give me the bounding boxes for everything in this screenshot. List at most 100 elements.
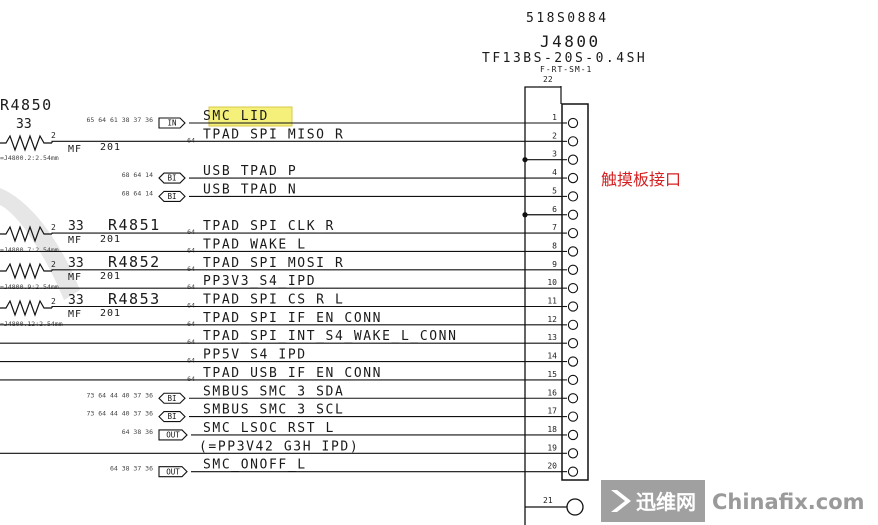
pin-7-wire	[51, 232, 562, 234]
pin-8-page-refs: 64	[187, 246, 195, 254]
r4852-value: 33	[68, 256, 84, 271]
pin-18-port-label: OUT	[166, 431, 180, 440]
r4851-pin: 2	[51, 223, 56, 232]
pin-4-page-refs: 68 64 14	[122, 171, 153, 179]
pin-17-port-label: BI	[167, 412, 176, 421]
resistor-r4850: R4850	[0, 96, 53, 114]
part-number: 518S0884	[526, 11, 609, 26]
pin-4-pad	[567, 172, 579, 184]
scan-artifact	[0, 188, 80, 300]
pin-14-page-refs: 64	[187, 357, 195, 365]
r4853-mf: MF	[68, 309, 82, 320]
pin-4-net-name: USB_TPAD_P	[203, 164, 297, 179]
pin-7-page-refs: 64	[187, 228, 195, 236]
pin-10-number: 10	[547, 278, 557, 287]
pin-15-number: 15	[547, 370, 557, 379]
pin-12-number: 12	[547, 315, 557, 324]
pin-3-number: 3	[552, 150, 557, 159]
footprint-label: F-RT-SM-1	[540, 65, 592, 74]
pin-18-net-name: SMC_LSOC_RST_L	[203, 421, 335, 436]
pin-9-net-name: TPAD_SPI_MOSI_R	[203, 256, 344, 271]
pin-2-wire	[51, 140, 562, 143]
pin-16-port-tag	[158, 392, 186, 404]
pin-19-number: 19	[547, 443, 557, 452]
pin-7-number: 7	[552, 223, 557, 232]
pin-9-wire	[51, 269, 562, 271]
pin-6-pad	[567, 209, 579, 220]
r4850-size: 201	[100, 142, 121, 153]
connector-refdes: J4800	[540, 32, 601, 51]
r4852-resistor-symbol	[0, 262, 52, 280]
pin-12-pad	[567, 319, 579, 330]
pin-16-number: 16	[547, 388, 557, 397]
pin-14-pad	[567, 356, 579, 367]
pin-2-number: 2	[552, 131, 557, 140]
pin-18-pad	[567, 429, 579, 441]
r4853-pin: 2	[51, 297, 56, 306]
r4850-pin: 2	[51, 131, 56, 140]
pin-19-net-name: (=PP3V42_G3H_IPD)	[199, 439, 359, 454]
pin-18-port-tag	[158, 429, 188, 441]
pin-13-page-refs: 64	[187, 338, 195, 346]
r4853-value: 33	[68, 293, 84, 308]
pin-9-page-refs: 64	[187, 265, 195, 273]
pin-16-page-refs: 73 64 44 40 37 36	[86, 391, 153, 399]
r4852-length: =J4800.9:2.54mm	[0, 283, 59, 291]
smc-lid-highlight	[208, 106, 293, 127]
r4852-size: 201	[100, 271, 121, 282]
pin-16-net-name: SMBUS_SMC_3_SDA	[203, 384, 344, 399]
pin-5-number: 5	[552, 186, 557, 195]
pin-2-page-refs: 64	[187, 136, 195, 144]
pin-11-wire	[51, 305, 562, 308]
pin-1-pad	[567, 117, 579, 129]
pin-15-net-name: TPAD_USB_IF_EN_CONN	[203, 366, 382, 381]
pin-7-pad	[567, 227, 579, 239]
r4850-resistor-symbol	[0, 134, 52, 152]
pin-8-net-name: TPAD_WAKE_L	[203, 237, 307, 252]
pin-18-number: 18	[547, 425, 557, 434]
pin-12-net-name: TPAD_SPI_IF_EN_CONN	[203, 311, 382, 326]
pin-2-pad	[567, 136, 579, 147]
pin-20-net-name: SMC_ONOFF_L	[203, 458, 307, 473]
pin-15-pad	[567, 374, 579, 386]
pin-11-net-name: TPAD_SPI_CS_R_L	[203, 293, 344, 308]
pin-1-port-tag	[158, 117, 186, 129]
pin-19-pad	[567, 448, 579, 459]
connector-model: TF13BS-20S-0.4SH	[482, 51, 647, 66]
pin-15-page-refs: 64	[187, 375, 195, 383]
watermark-cn: 迅维网	[636, 490, 696, 514]
pin-11-page-refs: 64	[187, 302, 195, 310]
connector-body	[561, 103, 589, 481]
pin-13-pad	[567, 338, 579, 349]
pin-4-port-label: BI	[167, 174, 176, 183]
pin-17-number: 17	[547, 407, 557, 416]
watermark-en: Chinafix.com	[712, 490, 865, 514]
pin-22-number: 22	[543, 75, 553, 84]
pin-21-number: 21	[543, 496, 553, 505]
pin-6-number: 6	[552, 205, 557, 214]
r4852-pin: 2	[51, 260, 56, 269]
pin-5-pad	[567, 191, 579, 202]
pin-7-net-name: TPAD_SPI_CLK_R	[203, 219, 335, 234]
r4850-value: 33	[16, 117, 32, 132]
r4851-length: =J4800.7:2.54mm	[0, 246, 59, 254]
pin-4-number: 4	[552, 168, 557, 177]
pin-14-net-name: PP5V_S4_IPD	[203, 348, 307, 363]
pin-3-pad	[567, 154, 579, 165]
pin-9-number: 9	[552, 260, 557, 269]
pin-17-pad	[567, 411, 579, 422]
pin-21-pad	[566, 498, 584, 516]
pin-13-number: 13	[547, 333, 557, 342]
pin-12-page-refs: 64	[187, 320, 195, 328]
pin-1-net-name: SMC_LID	[203, 109, 269, 124]
r4852-mf: MF	[68, 272, 82, 283]
pin-20-port-tag	[158, 466, 188, 478]
r4850-mf: MF	[68, 144, 82, 155]
pin-20-port-label: OUT	[166, 467, 180, 476]
pin-10-page-refs: 64	[187, 283, 195, 291]
touchpad-connector-annotation: 触摸板接口	[601, 170, 681, 189]
pin-5-port-label: BI	[167, 192, 176, 201]
pin-1-port-label: IN	[167, 119, 176, 128]
